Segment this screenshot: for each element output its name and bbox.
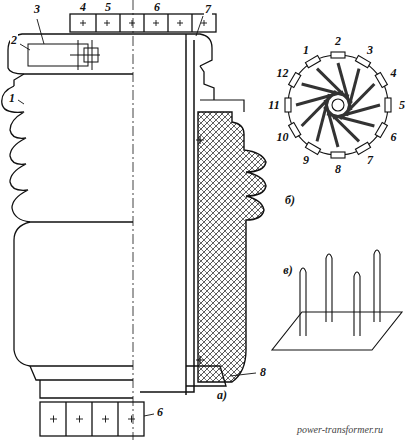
ring-block (289, 122, 301, 137)
callout-number: 11 (267, 99, 280, 111)
callout-number: 8 (334, 163, 342, 175)
ring-block (285, 98, 291, 112)
callout-number: 2 (10, 34, 18, 46)
rod (317, 69, 352, 103)
callout-number: 5 (398, 99, 406, 111)
ring-block (375, 72, 387, 87)
callout-number: 8 (259, 366, 267, 378)
callout-number: 10 (276, 131, 290, 143)
plate-view (272, 250, 402, 350)
callout-number: 1 (8, 92, 16, 104)
plus-marks (80, 20, 207, 26)
view-letter: в) (282, 264, 293, 276)
callout-number: 6 (389, 131, 397, 143)
leader-lines (18, 16, 256, 416)
callout-number: 4 (389, 67, 397, 79)
ring-block (331, 152, 345, 158)
callout-number: 1 (302, 44, 310, 56)
ring-block (331, 52, 345, 58)
bushing-outline (2, 0, 266, 440)
callout-number: 3 (366, 44, 374, 56)
ring-block (355, 56, 370, 68)
watermark: power-transformer.ru (296, 425, 384, 435)
callout-number: 6 (153, 1, 161, 13)
view-letter: б) (284, 194, 296, 206)
ring-block (305, 56, 320, 68)
ring-block (375, 122, 387, 137)
callout-number: 4 (79, 1, 87, 13)
ring-block (289, 72, 301, 87)
ring-block (385, 98, 391, 112)
top-view (285, 52, 391, 158)
callout-number: 3 (33, 3, 41, 15)
ring-block (305, 142, 320, 154)
callout-number: 9 (302, 154, 310, 166)
callout-number: 12 (276, 67, 290, 79)
callout-number: 6 (156, 406, 164, 418)
callout-number: 2 (334, 35, 342, 47)
view-letter: а) (216, 389, 228, 401)
callout-number: 7 (366, 154, 374, 166)
ring-block (355, 142, 370, 154)
callout-number: 7 (204, 3, 212, 15)
callout-number: 5 (104, 1, 112, 13)
centre-hole (332, 99, 344, 111)
